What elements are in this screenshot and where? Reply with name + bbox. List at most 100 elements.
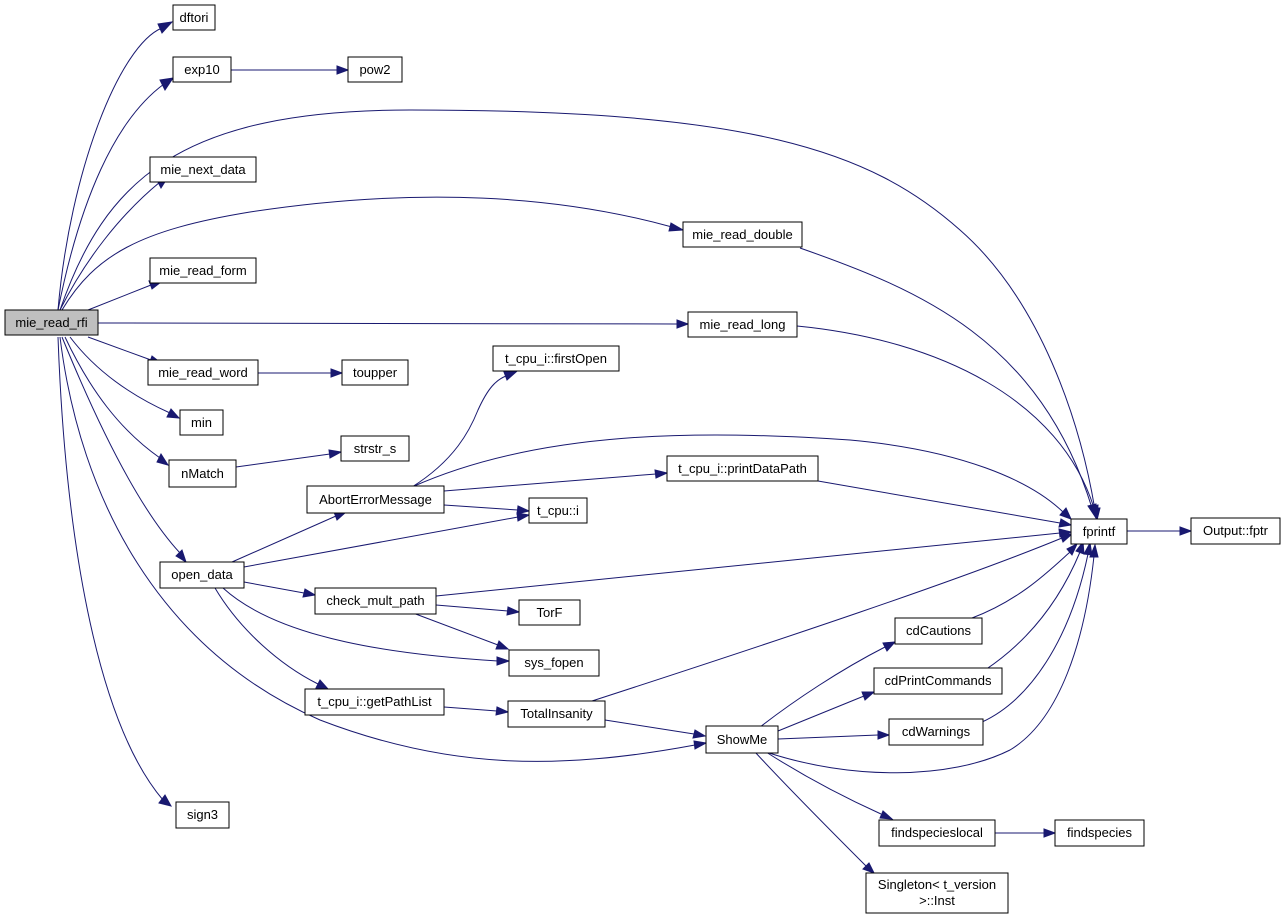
edge-cdcautions-fprintf [971, 542, 1079, 619]
node-label: t_cpu_i::printDataPath [678, 461, 807, 476]
node-label: TorF [537, 605, 563, 620]
node-nmatch[interactable]: nMatch [168, 459, 237, 488]
node-label: sign3 [187, 807, 218, 822]
node-label: exp10 [184, 62, 219, 77]
node-label: t_cpu_i::getPathList [317, 694, 432, 709]
edge-aborterror-fprintf [411, 434, 1072, 520]
node-label-line1: Singleton< t_version [878, 877, 996, 892]
node-findspecies[interactable]: findspecies [1054, 819, 1145, 847]
node-mie-read-long[interactable]: mie_read_long [687, 311, 798, 338]
node-label: AbortErrorMessage [319, 492, 432, 507]
node-output-fptr[interactable]: Output::fptr [1190, 517, 1281, 545]
node-label: mie_read_word [158, 365, 248, 380]
edge-mie-read-long-fprintf [796, 325, 1099, 521]
node-label: mie_next_data [160, 162, 246, 177]
node-mie-read-word[interactable]: mie_read_word [147, 359, 259, 386]
node-label: mie_read_rfi [15, 315, 87, 330]
node-open-data[interactable]: open_data [159, 561, 245, 589]
node-showme[interactable]: ShowMe [705, 725, 779, 754]
edge-exp10-pow2 [231, 65, 350, 75]
edge-showme-findspecieslocal [765, 751, 894, 820]
edge-getpathlist-totalinsanity [443, 706, 510, 716]
node-label: cdWarnings [902, 724, 971, 739]
node-torf[interactable]: TorF [518, 599, 581, 626]
node-getpathlist[interactable]: t_cpu_i::getPathList [304, 688, 445, 716]
edge-aborterror-printdatapath [443, 469, 669, 492]
node-label: mie_read_double [692, 227, 792, 242]
edge-findspecieslocal-findspecies [995, 828, 1057, 838]
edge-open-data-sys-fopen [222, 587, 511, 666]
node-findspecieslocal[interactable]: findspecieslocal [878, 819, 996, 847]
node-mie-read-form[interactable]: mie_read_form [149, 257, 257, 284]
node-aborterrormessage[interactable]: AbortErrorMessage [306, 485, 445, 514]
edge-showme-cdprintcommands [777, 691, 876, 732]
edge-root-nmatch [64, 336, 170, 466]
edge-check-mult-path-fprintf [435, 528, 1073, 597]
edge-root-exp10 [57, 77, 175, 311]
edge-open-data-check-mult-path [243, 581, 317, 598]
edge-open-data-aborterror [231, 511, 348, 563]
node-label-line2: >::Inst [919, 893, 955, 908]
node-label: nMatch [181, 466, 224, 481]
node-cdprintcommands[interactable]: cdPrintCommands [873, 667, 1003, 695]
node-label: fprintf [1083, 524, 1116, 539]
node-mie-read-rfi[interactable]: mie_read_rfi [4, 309, 99, 336]
node-label: min [191, 415, 212, 430]
edge-showme-singleton [754, 751, 876, 874]
node-label: toupper [353, 365, 398, 380]
node-sys-fopen[interactable]: sys_fopen [508, 649, 600, 677]
edge-showme-cdcautions [759, 641, 897, 728]
edge-root-sign3 [57, 336, 172, 807]
node-label: cdCautions [906, 623, 972, 638]
edge-mie-read-double-fprintf [799, 247, 1097, 520]
node-toupper[interactable]: toupper [341, 359, 409, 386]
edge-cdwarnings-fprintf [981, 541, 1093, 723]
node-label: findspecies [1067, 825, 1133, 840]
edge-open-data-getpathlist [214, 587, 330, 690]
edge-root-open-data [61, 336, 187, 564]
edge-root-mie-read-form [87, 280, 163, 311]
node-dftori[interactable]: dftori [172, 4, 216, 31]
node-label: mie_read_form [159, 263, 246, 278]
node-label: mie_read_long [699, 317, 785, 332]
edge-fprintf-fptr [1127, 526, 1193, 536]
node-sign3[interactable]: sign3 [175, 801, 230, 829]
node-label: strstr_s [354, 441, 397, 456]
node-label: sys_fopen [524, 655, 583, 670]
edge-totalinsanity-fprintf [591, 533, 1074, 702]
node-mie-next-data[interactable]: mie_next_data [149, 156, 257, 183]
node-exp10[interactable]: exp10 [172, 56, 232, 83]
node-cdwarnings[interactable]: cdWarnings [888, 718, 984, 746]
node-singleton-inst[interactable]: Singleton< t_version >::Inst [865, 872, 1009, 914]
node-t-cpu-i[interactable]: t_cpu::i [528, 497, 588, 524]
edge-showme-cdwarnings [777, 730, 891, 740]
node-label: findspecieslocal [891, 825, 983, 840]
node-pow2[interactable]: pow2 [347, 56, 403, 83]
node-label: pow2 [359, 62, 390, 77]
node-firstopen[interactable]: t_cpu_i::firstOpen [492, 345, 620, 372]
edge-open-data-tcpui [243, 512, 531, 568]
node-fprintf[interactable]: fprintf [1070, 518, 1128, 545]
node-strstr-s[interactable]: strstr_s [340, 435, 410, 462]
node-mie-read-double[interactable]: mie_read_double [682, 221, 803, 248]
edge-cdprintcommands-fprintf [984, 540, 1085, 671]
node-label: cdPrintCommands [885, 673, 992, 688]
node-label: Output::fptr [1203, 523, 1269, 538]
node-label: TotalInsanity [520, 706, 593, 721]
node-totalinsanity[interactable]: TotalInsanity [507, 700, 606, 728]
edge-root-mie-read-double [61, 196, 685, 311]
edge-check-mult-path-torf [435, 604, 521, 616]
edge-root-mie-read-long [97, 319, 690, 329]
edge-aborterror-firstopen [411, 371, 518, 488]
node-check-mult-path[interactable]: check_mult_path [314, 587, 437, 615]
node-cdcautions[interactable]: cdCautions [894, 617, 983, 645]
edge-nmatch-strstr-s [235, 449, 343, 468]
node-min[interactable]: min [179, 409, 224, 436]
edge-totalinsanity-showme [604, 719, 707, 739]
edge-root-dftori [57, 21, 174, 311]
node-printdatapath[interactable]: t_cpu_i::printDataPath [666, 455, 819, 482]
edge-check-mult-path-sys-fopen [412, 612, 510, 650]
edge-mie-read-word-toupper [258, 368, 344, 378]
node-label: t_cpu::i [537, 503, 579, 518]
